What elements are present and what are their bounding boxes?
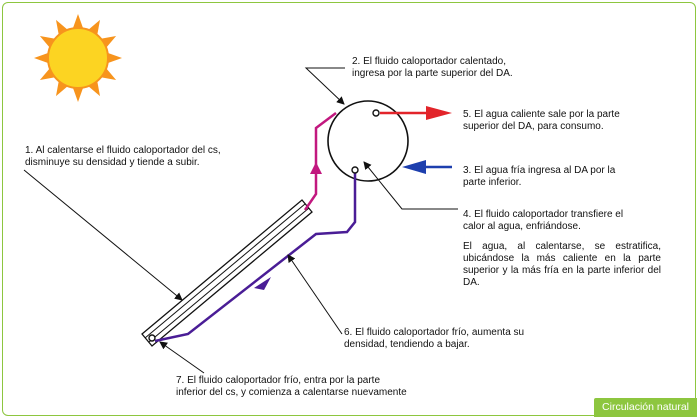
cold-flow-arrow	[254, 277, 271, 290]
note-6-line-1: 6. El fluido caloportador frío, aumenta …	[344, 327, 525, 338]
note-7-line-2: inferior del cs, y comienza a calentarse…	[176, 387, 407, 398]
note-4-line-1: 4. El fluido caloportador transfiere el	[463, 209, 624, 220]
hot-flow-arrow	[310, 162, 322, 174]
note-7-line-1: 7. El fluido caloportador frío, entra po…	[176, 375, 381, 386]
leader-note7	[159, 341, 205, 374]
leader-note2	[304, 67, 345, 105]
leader-note4	[363, 161, 458, 210]
note-1-line-2: disminuye su densidad y tiende a subir.	[25, 157, 200, 168]
hot-water-outlet-arrow	[380, 106, 452, 120]
note-5: 5. El agua caliente sale por la parte su…	[463, 109, 620, 133]
note-3-line-1: 3. El agua fría ingresa al DA por la	[463, 165, 616, 176]
note-3-line-2: parte inferior.	[463, 177, 522, 188]
figure-frame	[2, 2, 696, 416]
note-1-line-1: 1. Al calentarse el fluido caloportador …	[25, 145, 221, 156]
note-2: 2. El fluido caloportador calentado, ing…	[352, 56, 513, 80]
note-1: 1. Al calentarse el fluido caloportador …	[25, 145, 221, 169]
leader-note1	[23, 169, 183, 301]
solar-collector	[141, 199, 313, 347]
note-4-stratification: El agua, al calentarse, se estratifica, …	[463, 241, 661, 288]
note-2-line-1: 2. El fluido caloportador calentado,	[352, 56, 506, 67]
leader-note6	[287, 254, 343, 335]
figure-caption: Circulación natural	[594, 398, 697, 417]
sun-icon	[34, 14, 122, 102]
note-5-line-1: 5. El agua caliente sale por la parte	[463, 109, 620, 120]
note-4-line-2: calor al agua, enfriándose.	[463, 221, 581, 232]
note-3: 3. El agua fría ingresa al DA por la par…	[463, 165, 615, 189]
note-2-line-2: ingresa por la parte superior del DA.	[352, 68, 513, 79]
note-5-line-2: superior del DA, para consumo.	[463, 121, 604, 132]
hot-fluid-pipe	[303, 112, 337, 211]
note-6-line-2: densidad, tendiendo a bajar.	[344, 339, 470, 350]
storage-tank	[327, 100, 409, 182]
cold-fluid-pipe	[154, 170, 357, 343]
cold-water-inlet-arrow	[402, 160, 452, 174]
note-4: 4. El fluido caloportador transfiere el …	[463, 209, 623, 233]
note-7: 7. El fluido caloportador frío, entra po…	[176, 375, 407, 399]
note-6: 6. El fluido caloportador frío, aumenta …	[344, 327, 524, 351]
